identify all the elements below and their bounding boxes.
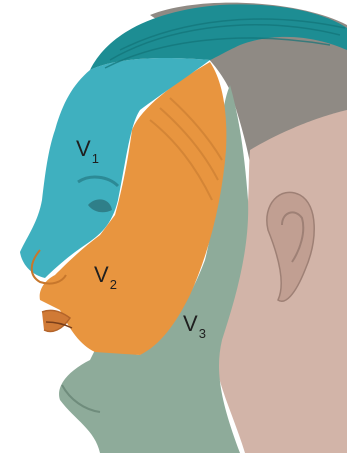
- label-v2-subscript: 2: [110, 277, 117, 292]
- label-v3: V3: [183, 313, 206, 335]
- label-v2: V2: [94, 264, 117, 286]
- label-v1: V1: [76, 138, 99, 160]
- label-v3-letter: V: [183, 311, 198, 336]
- label-v1-letter: V: [76, 136, 91, 161]
- label-v2-letter: V: [94, 262, 109, 287]
- label-v3-subscript: 3: [199, 326, 206, 341]
- label-v1-subscript: 1: [92, 151, 99, 166]
